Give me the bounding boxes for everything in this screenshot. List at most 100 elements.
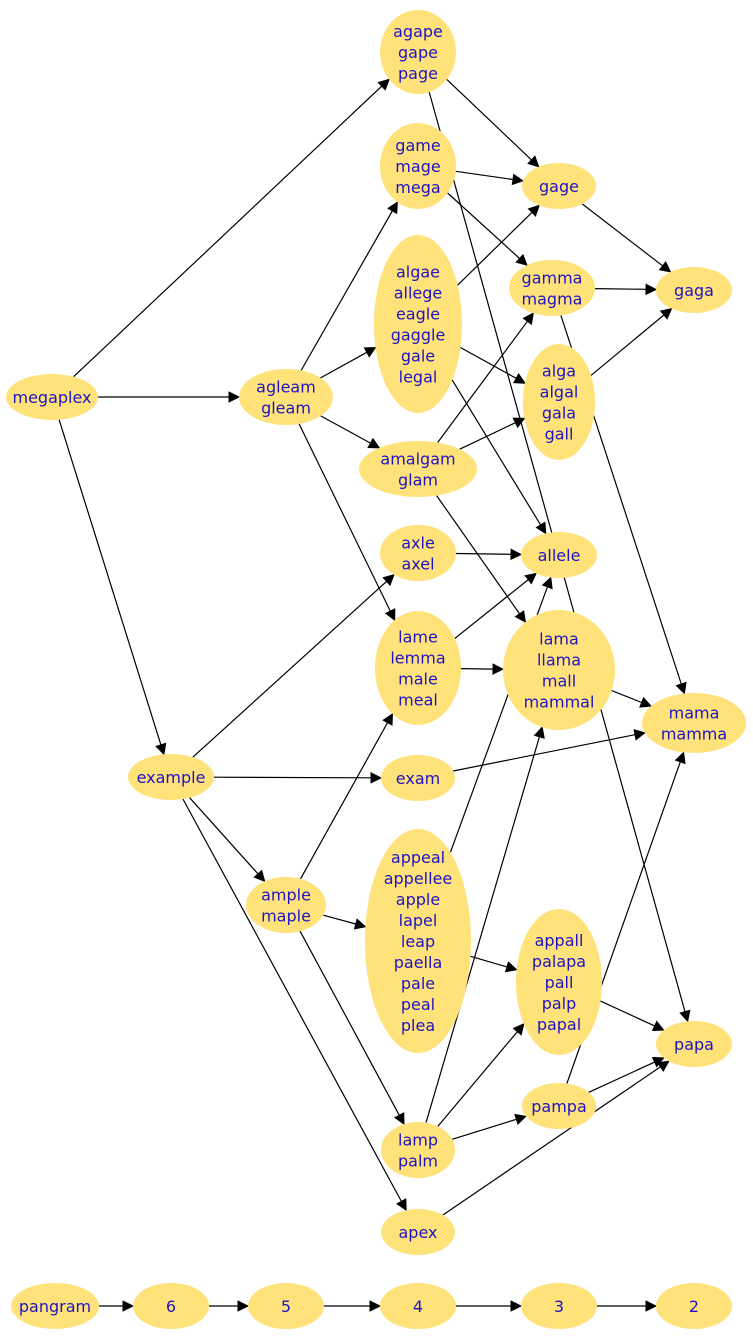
arrowhead xyxy=(651,1020,665,1032)
node-label: apex xyxy=(399,1223,438,1242)
node-ellipse xyxy=(248,1283,324,1329)
arrowhead xyxy=(382,712,394,726)
node-label: alga xyxy=(542,362,576,381)
edge-exam-mama xyxy=(453,729,646,772)
arrowhead xyxy=(510,1300,523,1312)
node-ellipse xyxy=(381,1209,455,1255)
node-ellipse xyxy=(642,693,746,753)
edge-lamp-pampa xyxy=(452,1113,527,1140)
node-label: mega xyxy=(395,178,440,197)
edge-line xyxy=(460,346,517,379)
arrowhead xyxy=(633,729,646,741)
arrowhead xyxy=(370,771,383,784)
edge-line xyxy=(452,1118,517,1140)
node-label: pale xyxy=(401,974,435,993)
edge-agape-gage xyxy=(446,78,540,168)
edge-alga-gaga xyxy=(590,307,673,376)
edge-line xyxy=(611,690,642,704)
edge-megaplex-example xyxy=(58,419,167,756)
edge-line xyxy=(437,1031,518,1127)
edge-amalgam-alga xyxy=(459,417,526,450)
node-label: 6 xyxy=(166,1297,176,1316)
edge-example-apex xyxy=(182,798,407,1212)
node-ellipse xyxy=(374,235,462,413)
node-label: male xyxy=(398,670,438,689)
node-label: meal xyxy=(398,691,438,710)
node-label: page xyxy=(398,64,438,83)
edge-line xyxy=(299,722,389,880)
edge-line xyxy=(600,1000,655,1027)
edge-line xyxy=(320,415,371,444)
arrowhead xyxy=(396,1198,407,1212)
node-label: peal xyxy=(401,995,435,1014)
edge-agleam-lame xyxy=(298,423,396,622)
edge-line xyxy=(189,797,259,875)
edge-line xyxy=(73,85,383,378)
node-n5: 5 xyxy=(248,1283,324,1329)
node-label: papa xyxy=(674,1035,714,1054)
node-label: agleam xyxy=(256,378,316,397)
node-label: gage xyxy=(539,177,579,196)
edge-megaplex-agleam xyxy=(98,391,241,403)
node-ellipse xyxy=(509,260,595,316)
node-pampa: pampa xyxy=(522,1083,596,1129)
node-label: mage xyxy=(395,157,440,176)
node-label: 3 xyxy=(554,1297,564,1316)
node-game: game mage mega xyxy=(380,123,456,209)
edge-line xyxy=(299,930,400,1116)
arrowhead xyxy=(155,742,167,756)
node-label: papal xyxy=(537,1015,581,1034)
edge-line xyxy=(455,552,512,555)
node-label: apple xyxy=(396,890,440,909)
arrowhead xyxy=(675,681,687,695)
node-label: paella xyxy=(394,953,443,972)
node-label: appall xyxy=(535,931,584,950)
node-label: gamma xyxy=(522,269,583,288)
node-exam: exam xyxy=(381,755,455,801)
node-label: lamp xyxy=(398,1131,438,1150)
node-label: exam xyxy=(396,769,440,788)
arrowhead xyxy=(679,1009,691,1023)
arrowhead xyxy=(533,726,545,739)
edge-line xyxy=(300,210,393,371)
node-papa: papa xyxy=(656,1021,732,1067)
node-label: pall xyxy=(545,973,574,992)
node-label: magma xyxy=(522,290,583,309)
node-ellipse xyxy=(365,829,471,1053)
node-label: gall xyxy=(545,425,574,444)
edge-n3-n2 xyxy=(597,1300,658,1312)
node-label: palm xyxy=(398,1152,438,1171)
arrowhead xyxy=(369,1300,382,1312)
node-label: game xyxy=(395,136,440,155)
edge-lame-allele xyxy=(454,572,537,639)
edge-line xyxy=(454,579,529,639)
edge-line xyxy=(447,192,521,259)
edge-line xyxy=(594,288,647,290)
edge-line xyxy=(425,736,540,1123)
node-ellipse xyxy=(375,611,461,725)
node-appeal: appealappelleeapplelapelleappaellapalepe… xyxy=(365,829,471,1053)
node-ellipse xyxy=(522,1083,596,1129)
arrowhead xyxy=(510,548,523,561)
node-label: axel xyxy=(401,555,434,574)
node-label: gala xyxy=(542,404,576,423)
edge-line xyxy=(455,170,514,181)
node-ellipse xyxy=(656,1283,732,1329)
node-lamp: lamp palm xyxy=(381,1122,455,1178)
edge-ample-appeal xyxy=(323,914,367,930)
node-label: allege xyxy=(394,284,443,303)
node-label: 5 xyxy=(281,1297,291,1316)
arrowhead xyxy=(645,1300,658,1312)
edge-game-gage xyxy=(455,170,525,186)
arrowhead xyxy=(658,260,672,273)
node-ellipse xyxy=(11,1283,99,1329)
node-ellipse xyxy=(6,374,98,420)
edge-algae-alga xyxy=(460,346,526,384)
